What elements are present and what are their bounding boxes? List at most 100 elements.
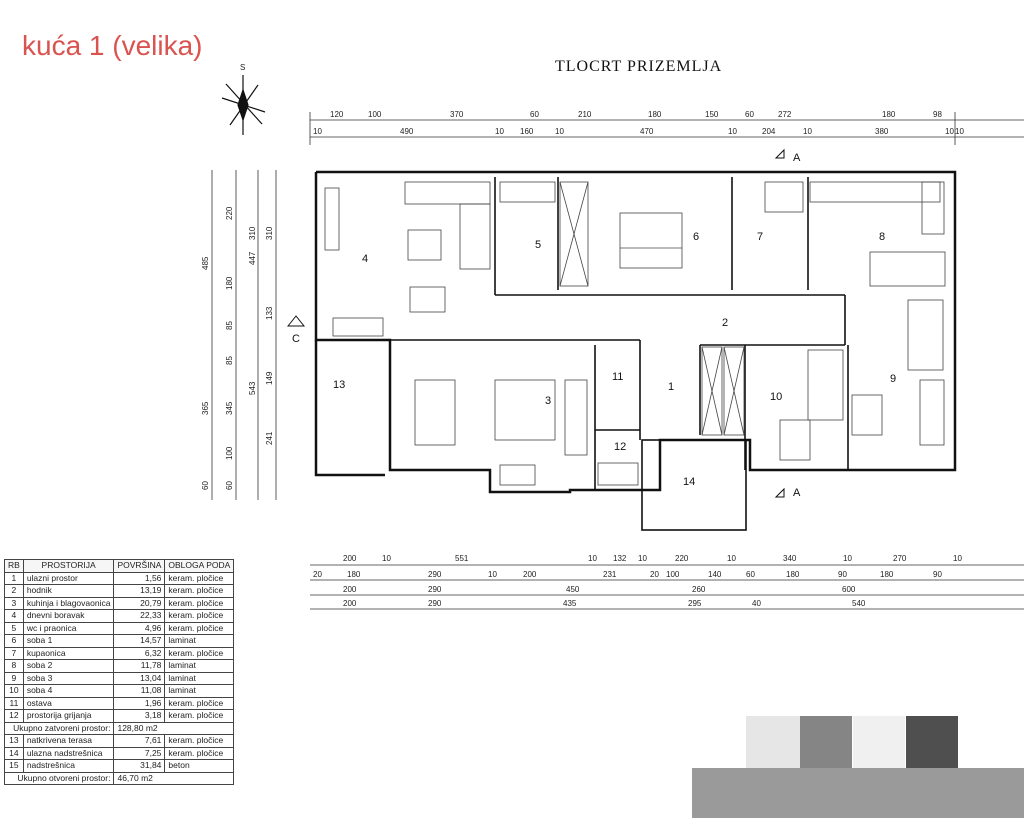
dim-label: 210 bbox=[578, 110, 592, 119]
table-cell: natkrivena terasa bbox=[22, 734, 115, 748]
table-cell: ulazni prostor bbox=[22, 571, 115, 585]
dim-label: 85 bbox=[225, 356, 234, 365]
room-number: 5 bbox=[535, 239, 541, 251]
table-cell: dnevni boravak bbox=[22, 609, 115, 623]
dim-label: 200 bbox=[343, 599, 357, 608]
room-number: 10 bbox=[770, 391, 782, 403]
dim-label: 200 bbox=[343, 554, 357, 563]
table-cell: 5 bbox=[4, 621, 24, 635]
outer-walls bbox=[314, 170, 957, 494]
table-cell: 7,25 bbox=[113, 746, 166, 760]
table-cell: 13,19 bbox=[113, 584, 166, 598]
dim-label: 120 bbox=[330, 110, 344, 119]
dim-label: 600 bbox=[842, 585, 856, 594]
table-cell: 8 bbox=[4, 659, 24, 673]
subtotal-label: Ukupno zatvoreni prostor: bbox=[3, 721, 115, 735]
table-cell: 6,32 bbox=[113, 646, 166, 660]
table-cell: keram. pločice bbox=[164, 609, 235, 623]
dim-label: 450 bbox=[566, 585, 580, 594]
table-cell: 6 bbox=[4, 634, 24, 648]
table-cell: 4,96 bbox=[113, 621, 166, 635]
room-number: 9 bbox=[890, 373, 896, 385]
dim-label: 100 bbox=[666, 570, 680, 579]
north-arrow-icon: S bbox=[221, 63, 266, 135]
table-header-cell: RB bbox=[4, 559, 24, 573]
material-swatch bbox=[746, 716, 800, 768]
dim-label: 10 bbox=[953, 554, 962, 563]
dim-label: 447 bbox=[248, 251, 257, 265]
table-cell: 13 bbox=[4, 734, 24, 748]
table-cell: 2 bbox=[4, 584, 24, 598]
dim-label: 10 bbox=[588, 554, 597, 563]
bottom-dimension-lines bbox=[310, 564, 1024, 610]
table-cell: laminat bbox=[164, 659, 235, 673]
dim-label: 150 bbox=[705, 110, 719, 119]
table-cell: laminat bbox=[164, 684, 235, 698]
table-cell: 1,96 bbox=[113, 696, 166, 710]
dim-label: 10 bbox=[313, 127, 322, 136]
dim-label: 180 bbox=[882, 110, 896, 119]
table-header-cell: POVRŠINA bbox=[113, 559, 166, 573]
material-swatch bbox=[906, 716, 958, 768]
dim-label: 200 bbox=[523, 570, 537, 579]
dim-label: 10 bbox=[495, 127, 504, 136]
table-cell: soba 4 bbox=[22, 684, 115, 698]
table-cell: 14,57 bbox=[113, 634, 166, 648]
room-number: 2 bbox=[722, 317, 728, 329]
dim-label: 20 bbox=[313, 570, 322, 579]
section-a-top: A bbox=[793, 152, 801, 164]
left-dimension-lines bbox=[211, 170, 277, 500]
dim-label: 345 bbox=[225, 401, 234, 415]
table-subtotal: Ukupno otvoreni prostor:46,70 m2 bbox=[3, 771, 235, 785]
dim-label: 180 bbox=[880, 570, 894, 579]
section-markers bbox=[286, 148, 785, 498]
dim-label: 180 bbox=[225, 276, 234, 290]
table-cell: beton bbox=[164, 759, 235, 773]
room-number: 12 bbox=[614, 441, 626, 453]
dim-label: 380 bbox=[875, 127, 889, 136]
table-cell: hodnik bbox=[22, 584, 115, 598]
dim-label: 290 bbox=[428, 599, 442, 608]
top-dimension-lines bbox=[309, 112, 1024, 145]
room-number: 13 bbox=[333, 379, 345, 391]
dim-label: 340 bbox=[783, 554, 797, 563]
table-cell: 3,18 bbox=[113, 709, 166, 723]
dim-label: 470 bbox=[640, 127, 654, 136]
dim-label: 490 bbox=[400, 127, 414, 136]
table-header-cell: OBLOGA PODA bbox=[164, 559, 235, 573]
dim-label: 10 bbox=[955, 127, 964, 136]
dim-label: 60 bbox=[530, 110, 539, 119]
dim-label: 540 bbox=[852, 599, 866, 608]
dim-label: 180 bbox=[786, 570, 800, 579]
dim-label: 10 bbox=[728, 127, 737, 136]
furniture bbox=[324, 181, 946, 486]
dim-label: 272 bbox=[778, 110, 792, 119]
table-cell: 1 bbox=[4, 571, 24, 585]
table-cell: 20,79 bbox=[113, 596, 166, 610]
table-cell: 11,78 bbox=[113, 659, 166, 673]
dim-label: 140 bbox=[708, 570, 722, 579]
table-cell: 14 bbox=[4, 746, 24, 760]
dim-label: 435 bbox=[563, 599, 577, 608]
dim-label: 160 bbox=[520, 127, 534, 136]
dim-label: 310 bbox=[248, 226, 257, 240]
dim-label: 10 bbox=[843, 554, 852, 563]
table-cell: 13,04 bbox=[113, 671, 166, 685]
dim-label: 10 bbox=[488, 570, 497, 579]
dim-label: 60 bbox=[745, 110, 754, 119]
dim-label: 220 bbox=[225, 206, 234, 220]
table-cell: laminat bbox=[164, 671, 235, 685]
table-cell: kuhinja i blagovaonica bbox=[22, 596, 115, 610]
dim-label: 551 bbox=[455, 554, 469, 563]
material-swatch bbox=[853, 716, 905, 768]
